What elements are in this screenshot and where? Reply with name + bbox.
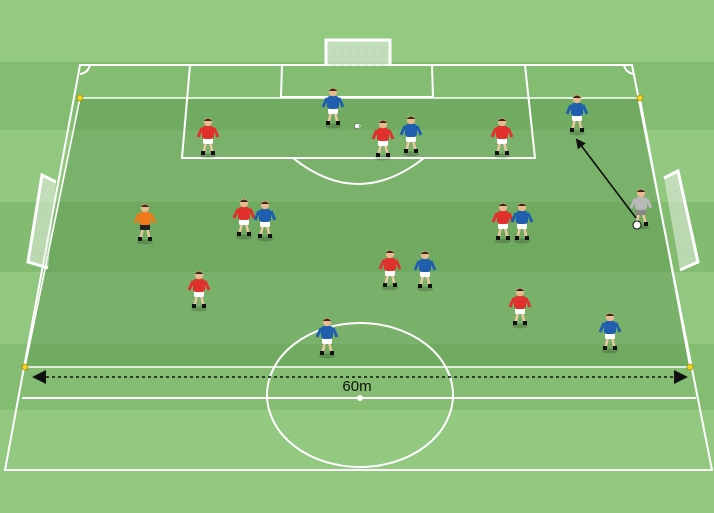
players	[133, 87, 653, 359]
player-icon	[565, 94, 589, 136]
player-icon	[399, 115, 423, 157]
centre-spot	[357, 395, 363, 401]
player-icon	[508, 287, 532, 329]
ball-icon	[632, 220, 642, 230]
player-icon	[133, 203, 157, 245]
goal-icon	[663, 168, 700, 272]
player-icon	[187, 270, 211, 312]
distance-label: 60m	[342, 378, 371, 395]
player-icon	[413, 250, 437, 292]
player-icon	[253, 200, 277, 242]
player-icon	[598, 312, 622, 354]
player-icon	[490, 117, 514, 159]
player-icon	[315, 317, 339, 359]
arrow-icon	[575, 138, 637, 219]
player-icon	[232, 198, 256, 240]
ball-icon	[354, 123, 360, 129]
playing-zone	[25, 98, 690, 367]
player-icon	[510, 202, 534, 244]
player-icon	[371, 119, 395, 161]
player-icon	[378, 249, 402, 291]
pitch-lines	[3, 64, 714, 471]
player-icon	[321, 87, 345, 129]
cone-icon	[21, 94, 694, 371]
player-icon	[196, 117, 220, 159]
goal-icon	[324, 38, 392, 66]
goal-icon	[26, 172, 57, 270]
